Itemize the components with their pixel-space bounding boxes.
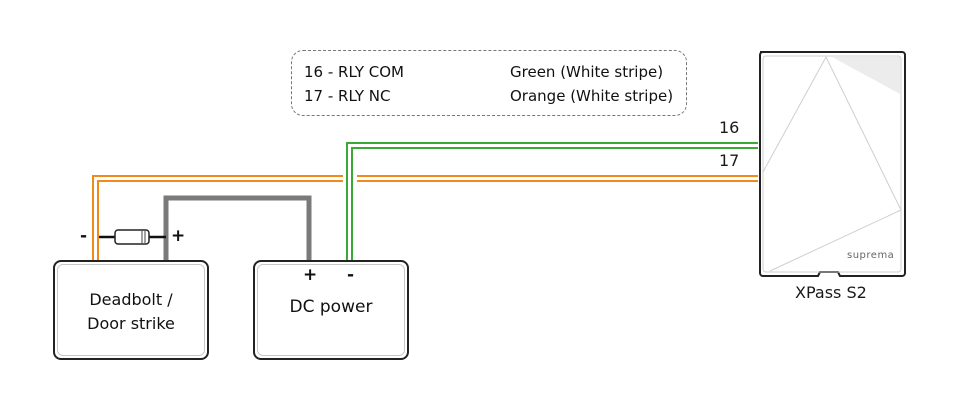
dc-minus: - — [347, 265, 355, 285]
deadbolt-minus: - — [80, 226, 88, 246]
power-wire — [163, 195, 312, 262]
orange-wire-17 — [92, 175, 758, 262]
legend-pin: 17 - RLY NC — [304, 87, 391, 105]
wire-label-17: 17 — [719, 151, 740, 170]
dc-plus: + — [303, 265, 318, 285]
deadbolt-box: Deadbolt / Door strike — [53, 260, 209, 360]
deadbolt-label-line1: Deadbolt / — [89, 290, 173, 309]
diode-icon — [99, 229, 166, 245]
legend-color: Green (White stripe) — [510, 63, 664, 81]
wire-legend: 16 - RLY COM Green (White stripe) 17 - R… — [291, 50, 687, 116]
legend-row: 17 - RLY NC Orange (White stripe) — [304, 87, 673, 105]
legend-row: 16 - RLY COM Green (White stripe) — [304, 63, 663, 81]
brand-logo: suprema — [847, 250, 895, 261]
legend-color: Orange (White stripe) — [510, 87, 674, 105]
green-wire-16 — [346, 142, 758, 262]
dc-power-box: + - DC power — [253, 260, 409, 360]
dc-power-label: DC power — [289, 297, 373, 317]
reader-device — [759, 51, 906, 277]
wire-label-16: 16 — [719, 118, 740, 137]
reader-label: XPass S2 — [795, 283, 867, 302]
legend-pin: 16 - RLY COM — [304, 63, 404, 81]
deadbolt-plus: + — [171, 226, 186, 246]
deadbolt-label-line2: Door strike — [87, 314, 175, 333]
